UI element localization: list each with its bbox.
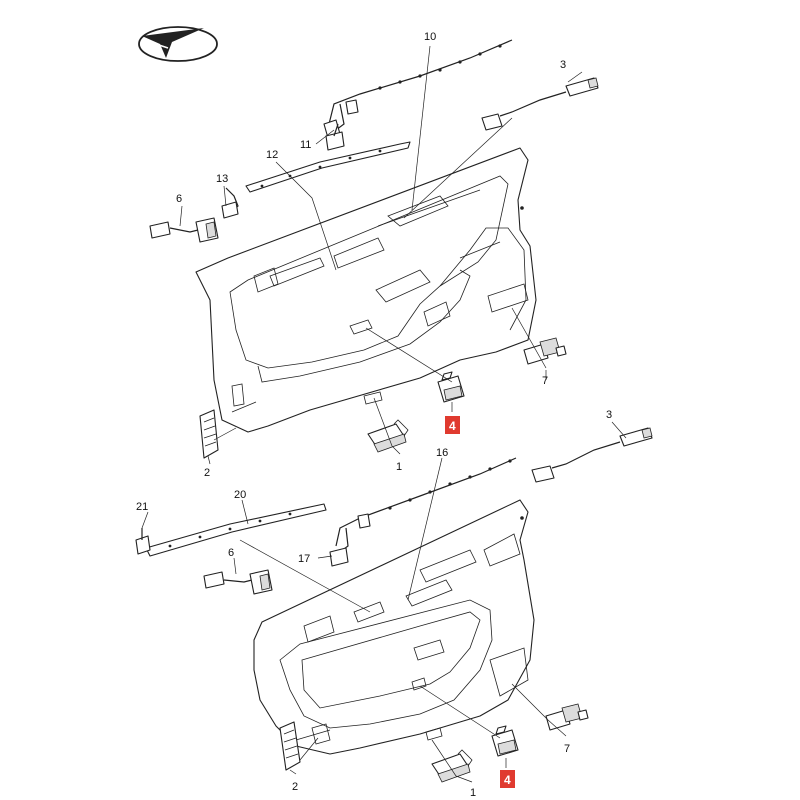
callout-20: 20 <box>234 489 246 501</box>
manufacturer-logo <box>138 26 218 62</box>
highlight-box <box>445 416 460 434</box>
cable-3-rear <box>531 427 653 483</box>
callout-labels: 10 3 11 12 13 6 7 2 1 3 16 21 20 6 17 2 … <box>136 31 612 799</box>
callout-12: 12 <box>266 149 278 161</box>
trim-strip-20 <box>145 503 327 557</box>
connector-17 <box>329 547 349 567</box>
switch-7-front <box>523 337 567 365</box>
callout-10: 10 <box>424 31 436 43</box>
highlight-box <box>500 770 515 788</box>
highlight-callout-4-rear[interactable]: 4 <box>500 770 515 788</box>
callout-4-rear: 4 <box>504 773 511 787</box>
lamp-socket-6-front <box>149 217 219 243</box>
door-trim-panel-rear <box>253 499 535 755</box>
highlight-callout-4-front[interactable]: 4 <box>445 416 460 434</box>
callout-3-front: 3 <box>560 59 566 71</box>
reflector-2-rear <box>279 721 301 771</box>
callout-16: 16 <box>436 447 448 459</box>
callout-4-front: 4 <box>449 419 456 433</box>
lamp-1-rear <box>431 749 473 783</box>
callout-1-rear: 1 <box>470 787 476 799</box>
lamp-4-front <box>437 371 465 403</box>
callout-6-rear: 6 <box>228 547 234 559</box>
door-trim-panel-front <box>195 147 537 433</box>
callout-2-rear: 2 <box>292 781 298 793</box>
connector-11 <box>325 123 345 151</box>
callout-21: 21 <box>136 501 148 513</box>
lamp-socket-6-rear <box>203 569 273 595</box>
lamp-4-rear <box>491 725 519 757</box>
callout-6-front: 6 <box>176 193 182 205</box>
callout-17: 17 <box>298 553 310 565</box>
callout-2-front: 2 <box>204 467 210 479</box>
callout-11: 11 <box>300 139 311 151</box>
leader-lines-rear <box>141 421 627 783</box>
leader-lines-front <box>179 45 583 465</box>
callout-3-rear: 3 <box>606 409 612 421</box>
cable-3-front <box>481 77 599 131</box>
reflector-2-front <box>199 409 219 459</box>
callout-7-rear: 7 <box>564 743 570 755</box>
callout-7-front: 7 <box>542 375 548 387</box>
callout-13: 13 <box>216 173 228 185</box>
sensor-21 <box>135 528 151 555</box>
switch-7-rear <box>545 703 589 731</box>
callout-1-front: 1 <box>396 461 402 473</box>
lamp-1-front <box>367 419 409 453</box>
